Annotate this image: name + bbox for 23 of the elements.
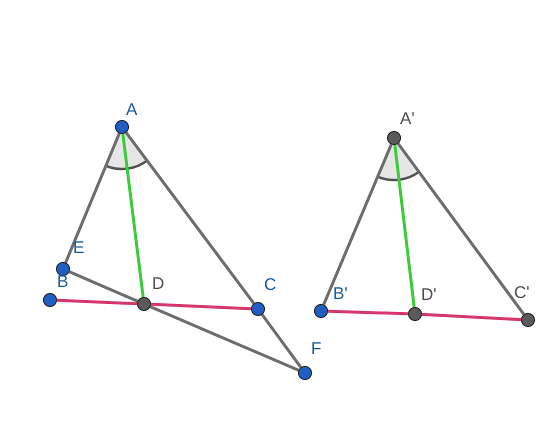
point-label: E (73, 239, 84, 257)
line-segment (260, 314, 302, 368)
point-label: C (264, 276, 276, 294)
line-segment (150, 305, 300, 372)
line-segment (150, 302, 252, 310)
point-label: D' (421, 286, 437, 304)
point-label: F (311, 340, 322, 358)
point-label: A (126, 101, 138, 119)
line-segment (56, 298, 138, 306)
line-segment (64, 132, 121, 264)
line-segment (393, 144, 416, 308)
line-segment (396, 142, 526, 316)
line-segment (322, 144, 393, 306)
point-label: B' (333, 285, 348, 303)
line-segment (328, 310, 408, 316)
line-segment (124, 132, 256, 304)
point-label: B (57, 273, 68, 291)
line-segment (422, 312, 522, 322)
line-segment (68, 270, 138, 303)
line-segment (121, 134, 145, 298)
point-label: A' (400, 110, 415, 128)
point-label: D (152, 275, 164, 293)
point-label: C' (514, 284, 530, 302)
